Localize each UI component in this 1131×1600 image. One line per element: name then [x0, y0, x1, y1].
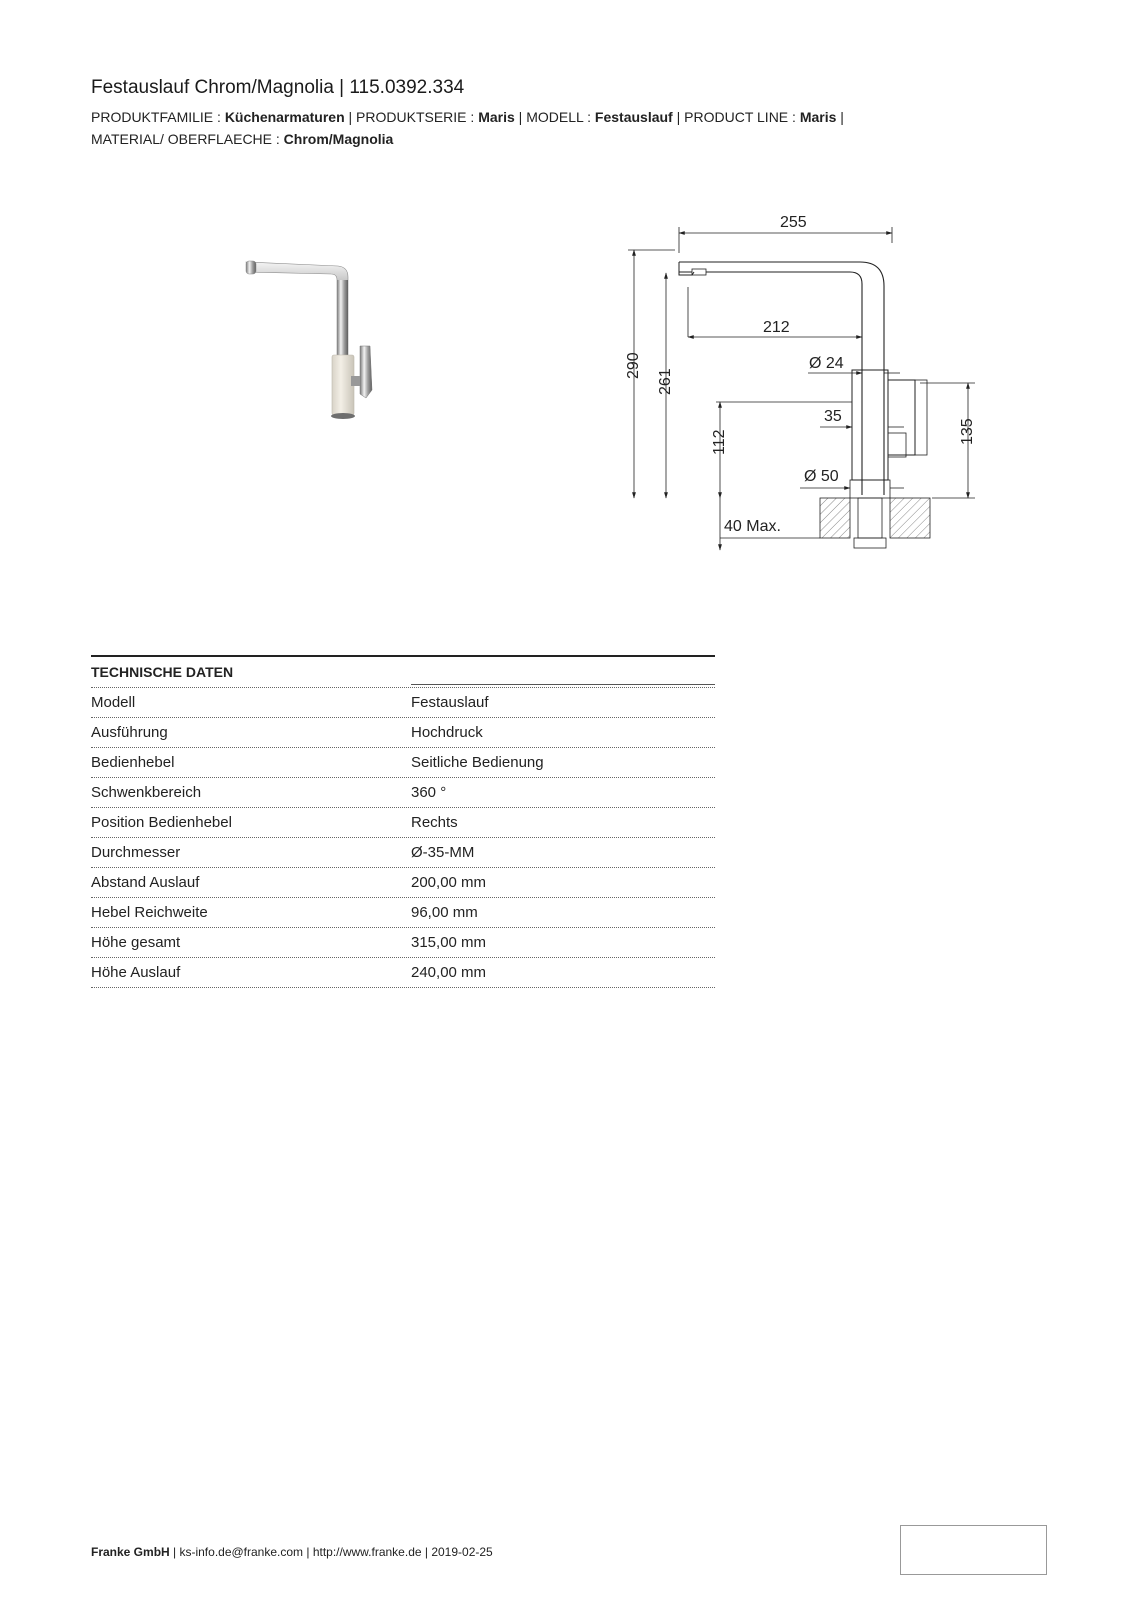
row-key: Hebel Reichweite: [91, 904, 208, 921]
row-value: 96,00 mm: [411, 904, 478, 921]
row-key: Ausführung: [91, 724, 168, 741]
row-value: 200,00 mm: [411, 874, 487, 891]
meta-value: Festauslauf: [594, 109, 673, 125]
row-value: 240,00 mm: [411, 964, 487, 981]
meta-value: Küchenarmaturen: [224, 109, 345, 125]
dim-label: 290: [625, 352, 642, 379]
footer-contact: | ks-info.de@franke.com | http://www.fra…: [169, 1545, 493, 1559]
dim-label: Ø 24: [809, 355, 844, 372]
dim-label: 261: [657, 368, 674, 395]
meta-label: PRODUCT LINE :: [684, 109, 800, 125]
meta-value: Maris: [799, 109, 837, 125]
table-row: Höhe Auslauf 240,00 mm: [91, 958, 715, 988]
table-row: Ausführung Hochdruck: [91, 718, 715, 748]
row-value: Rechts: [411, 814, 458, 831]
row-key: Position Bedienhebel: [91, 814, 232, 831]
table-heading-label: TECHNISCHE DATEN: [91, 664, 234, 680]
meta-value: Maris: [478, 109, 515, 125]
meta-separator: |: [672, 109, 685, 125]
row-key: Modell: [91, 694, 136, 711]
meta-separator: |: [344, 109, 357, 125]
footer-box: [900, 1525, 1047, 1575]
table-row: Position Bedienhebel Rechts: [91, 808, 715, 838]
row-value: Hochdruck: [411, 724, 483, 741]
meta-value: Chrom/Magnolia: [283, 131, 394, 147]
row-value: 360 °: [411, 784, 447, 801]
row-value: 315,00 mm: [411, 934, 487, 951]
meta-label: PRODUKTFAMILIE :: [91, 109, 225, 125]
table-row: Hebel Reichweite 96,00 mm: [91, 898, 715, 928]
footer-company: Franke GmbH: [91, 1545, 170, 1559]
row-key: Abstand Auslauf: [91, 874, 200, 891]
table-row: Schwenkbereich 360 °: [91, 778, 715, 808]
dim-label: 255: [780, 214, 807, 231]
dim-label: 35: [824, 408, 842, 425]
faucet-photo: [245, 260, 373, 419]
row-key: Bedienhebel: [91, 754, 175, 771]
row-value: Festauslauf: [411, 694, 489, 711]
meta-separator: |: [514, 109, 527, 125]
table-heading: TECHNISCHE DATEN: [91, 657, 715, 688]
row-key: Höhe Auslauf: [91, 964, 181, 981]
dim-label: 112: [711, 429, 728, 455]
row-key: Durchmesser: [91, 844, 181, 861]
product-meta: PRODUKTFAMILIE : Küchenarmaturen | PRODU…: [91, 106, 991, 150]
dim-label: 40 Max.: [724, 518, 781, 535]
table-row: Abstand Auslauf 200,00 mm: [91, 868, 715, 898]
table-row: Höhe gesamt 315,00 mm: [91, 928, 715, 958]
row-key: Schwenkbereich: [91, 784, 202, 801]
page-title: Festauslauf Chrom/Magnolia | 115.0392.33…: [91, 77, 465, 98]
dim-label: Ø 50: [804, 468, 839, 485]
row-value: Seitliche Bedienung: [411, 754, 544, 771]
meta-label: MATERIAL/ OBERFLAECHE :: [91, 131, 284, 147]
table-row: Bedienhebel Seitliche Bedienung: [91, 748, 715, 778]
dim-label: 135: [959, 418, 976, 445]
technical-drawing: 255 212 Ø 24 290 261 112 35 135 Ø 50 40 …: [625, 214, 976, 551]
divider: [411, 684, 715, 685]
dim-label: 212: [763, 319, 790, 336]
meta-separator: |: [836, 109, 844, 125]
meta-label: MODELL :: [526, 109, 595, 125]
technical-data-table: TECHNISCHE DATEN Modell Festauslauf Ausfü…: [91, 655, 715, 988]
row-value: Ø-35-MM: [411, 844, 475, 861]
table-row: Durchmesser Ø-35-MM: [91, 838, 715, 868]
meta-label: PRODUKTSERIE :: [356, 109, 479, 125]
row-key: Höhe gesamt: [91, 934, 181, 951]
table-row: Modell Festauslauf: [91, 688, 715, 718]
page-footer: Franke GmbH | ks-info.de@franke.com | ht…: [91, 1545, 493, 1559]
